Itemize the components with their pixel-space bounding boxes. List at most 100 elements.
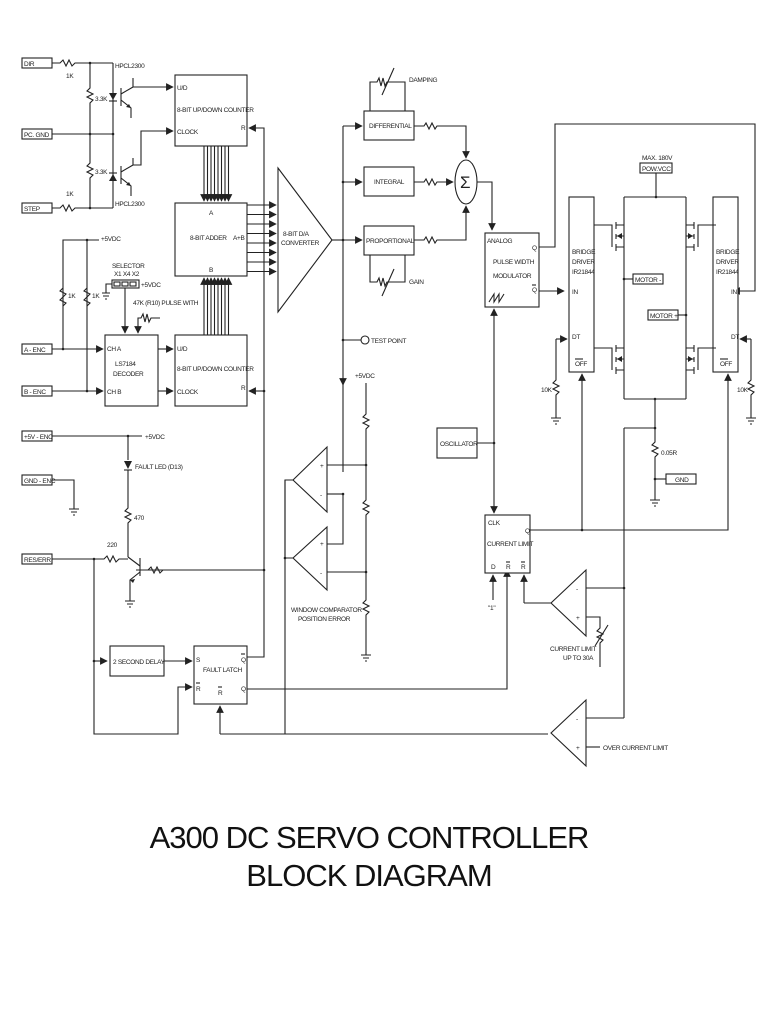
max-voltage-label: MAX. 180V	[642, 155, 673, 162]
window-comparator-upper: + -	[292, 445, 328, 514]
svg-text:Q: Q	[532, 287, 537, 294]
svg-text:CLOCK: CLOCK	[177, 129, 199, 136]
fault-led-icon	[124, 461, 132, 471]
svg-text:8-BIT UP/DOWN COUNTER: 8-BIT UP/DOWN COUNTER	[177, 107, 254, 114]
svg-text:BRIDGE: BRIDGE	[716, 249, 740, 256]
bus-line	[697, 224, 716, 247]
gain-pot-icon[interactable]	[369, 255, 406, 288]
svg-text:FAULT LATCH: FAULT LATCH	[203, 667, 243, 674]
differential-block: DIFFERENTIAL	[363, 110, 415, 141]
svg-text:R: R	[506, 564, 511, 571]
damping-pot-icon[interactable]	[369, 76, 406, 111]
svg-text:B: B	[209, 267, 213, 274]
resistor-dir-label: 1K	[66, 73, 74, 80]
resistor-1k-a-icon	[59, 287, 67, 307]
resistor-10k-right-icon	[746, 339, 756, 425]
diagram-title-line2: BLOCK DIAGRAM	[246, 858, 491, 893]
svg-text:IR21844: IR21844	[716, 269, 739, 276]
svg-text:INTEGRAL: INTEGRAL	[374, 179, 405, 186]
svg-text:DT: DT	[731, 334, 739, 341]
svg-text:R: R	[218, 690, 223, 697]
svg-text:-: -	[320, 492, 322, 499]
fault-led-label: FAULT LED (D13)	[135, 464, 183, 471]
svg-text:+: +	[576, 745, 580, 752]
decoder-block: CH A LS7184 DECODER CH B	[104, 334, 159, 407]
opto-top-label: HPCL2300	[115, 63, 145, 70]
svg-text:RES/ERR: RES/ERR	[24, 557, 51, 564]
mosfet-icon	[686, 222, 716, 251]
svg-text:PULSE WIDTH: PULSE WIDTH	[493, 259, 535, 266]
terminal-motor-minus: MOTOR -	[632, 273, 664, 285]
current-limit-block: CLK Q CURRENT LIMIT D R R	[484, 514, 534, 574]
supply-5vdc-label: +5VDC	[101, 236, 121, 243]
svg-text:POSITION ERROR: POSITION ERROR	[298, 616, 351, 623]
terminal-res-err[interactable]: RES/ERR	[21, 553, 53, 565]
terminal-gnd: GND	[665, 473, 697, 485]
selector-switch[interactable]: SELECTOR X1 X4 X2 +5VDC	[102, 263, 162, 300]
svg-text:Q: Q	[532, 245, 537, 252]
shunt-resistor-icon	[650, 428, 660, 479]
svg-text:OFF: OFF	[575, 361, 587, 368]
svg-text:CLOCK: CLOCK	[177, 389, 199, 396]
terminal-5v-enc: +5V - ENC	[21, 430, 53, 442]
resistor-3-3k-bottom	[85, 134, 95, 208]
svg-text:IN: IN	[572, 289, 579, 296]
svg-text:10K: 10K	[541, 387, 553, 394]
svg-text:GND - ENC: GND - ENC	[24, 478, 56, 485]
svg-text:BRIDGE: BRIDGE	[572, 249, 596, 256]
window-comparator-lower: + -	[292, 525, 328, 592]
svg-text:PC. GND: PC. GND	[24, 132, 50, 139]
svg-text:A+B: A+B	[233, 235, 245, 242]
svg-text:R: R	[196, 686, 201, 693]
terminal-dir: DIR	[21, 57, 53, 69]
svg-text:1K: 1K	[92, 293, 100, 300]
svg-text:+5VDC: +5VDC	[145, 434, 165, 441]
logic-one-label: "1"	[488, 605, 496, 612]
fault-transistor-icon	[125, 556, 264, 608]
opto-bottom-label: HPCL2300	[115, 201, 145, 208]
svg-text:A: A	[209, 210, 214, 217]
terminal-pow-vcc: POW.VCC	[639, 162, 673, 174]
over-current-label: OVER CURRENT LIMIT	[603, 745, 668, 752]
svg-text:PROPORTIONAL: PROPORTIONAL	[366, 238, 415, 245]
svg-text:GND: GND	[675, 477, 689, 484]
adder-block: A 8-BIT ADDER A+B B	[174, 202, 248, 277]
svg-text:U/D: U/D	[177, 346, 188, 353]
ground-shunt-icon	[650, 479, 660, 507]
resistor-220-label: 220	[107, 542, 118, 549]
resistor-3-3k-top	[85, 63, 95, 134]
current-limit-comparator: - +	[550, 568, 587, 638]
opto-led-top-icon	[109, 93, 117, 102]
h-bridge-mosfets	[594, 222, 716, 374]
mosfet-icon	[594, 345, 624, 374]
svg-text:DRIVER: DRIVER	[716, 259, 739, 266]
bus-adder-to-dac	[247, 201, 277, 276]
bridge-driver-left: BRIDGE DRIVER IR21844 IN DT OFF	[568, 196, 596, 373]
current-limit-label: CURRENT LIMIT	[550, 646, 597, 653]
test-point-icon[interactable]	[360, 335, 370, 345]
terminal-b-enc: B - ENC	[21, 385, 53, 397]
counter-bottom-block: U/D 8-BIT UP/DOWN COUNTER CLOCK R	[174, 334, 255, 407]
svg-text:8-BIT ADDER: 8-BIT ADDER	[190, 235, 227, 242]
terminal-a-enc: A - ENC	[21, 343, 53, 355]
fault-latch-block: S FAULT LATCH R R Q Q	[193, 645, 248, 705]
shunt-resistor-label: 0.05R	[661, 450, 677, 457]
svg-text:CH A: CH A	[107, 346, 122, 353]
svg-text:CH B: CH B	[107, 389, 121, 396]
svg-text:-: -	[576, 716, 578, 723]
svg-text:IN: IN	[731, 289, 738, 296]
svg-text:X1 X4 X2: X1 X4 X2	[114, 271, 140, 278]
test-point-label: TEST POINT	[371, 338, 406, 345]
bus-line	[697, 347, 716, 370]
svg-text:MOTOR -: MOTOR -	[635, 277, 661, 284]
resistor-step-label: 1K	[66, 191, 74, 198]
svg-text:2 SECOND DELAY: 2 SECOND DELAY	[113, 659, 166, 666]
svg-text:IR21844: IR21844	[572, 269, 595, 276]
svg-text:3.3K: 3.3K	[95, 96, 108, 103]
two-second-delay-block: 2 SECOND DELAY	[109, 645, 166, 677]
svg-text:-: -	[320, 570, 322, 577]
integral-block: INTEGRAL	[363, 166, 415, 197]
bus-counter-to-adder	[200, 146, 233, 202]
resistor-1k-b-icon	[83, 287, 91, 307]
pwm-block: ANALOG PULSE WIDTH MODULATOR Q Q	[484, 232, 540, 308]
